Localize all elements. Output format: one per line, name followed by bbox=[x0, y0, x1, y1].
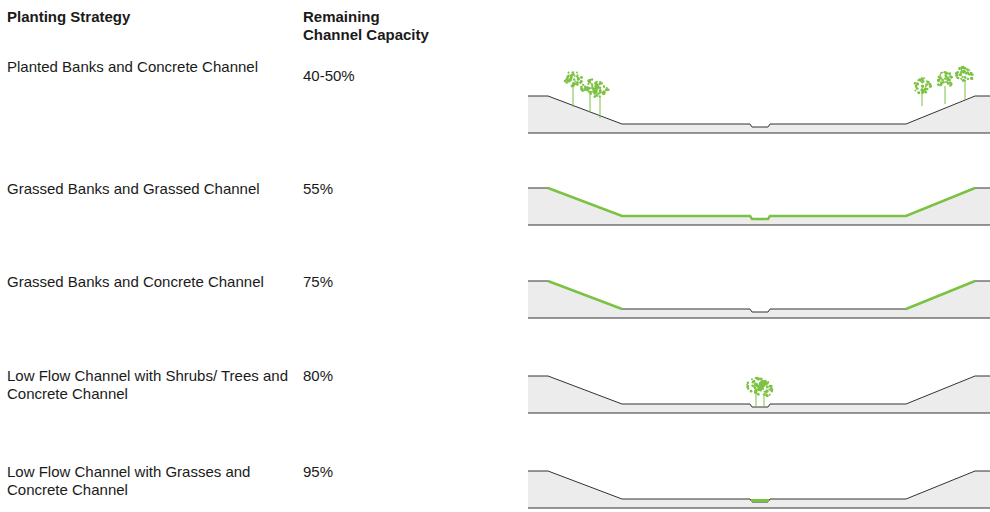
strategy-name: Low Flow Channel with Grasses and Concre… bbox=[7, 463, 292, 499]
capacity-value: 95% bbox=[303, 463, 423, 481]
strategy-name: Grassed Banks and Concrete Channel bbox=[7, 273, 292, 291]
strategy-name: Grassed Banks and Grassed Channel bbox=[7, 180, 292, 198]
strategy-name: Planted Banks and Concrete Channel bbox=[7, 58, 292, 76]
grass-line bbox=[548, 188, 975, 219]
column-header: Remaining Channel Capacity bbox=[303, 8, 443, 44]
low-flow-shrubs bbox=[746, 377, 773, 407]
channel-section bbox=[528, 471, 990, 508]
column-header: Planting Strategy bbox=[7, 8, 257, 26]
capacity-value: 80% bbox=[303, 367, 423, 385]
channel-section bbox=[528, 188, 990, 225]
channel-section bbox=[528, 376, 990, 413]
capacity-value: 55% bbox=[303, 180, 423, 198]
capacity-value: 40-50% bbox=[303, 67, 423, 85]
channel-section bbox=[528, 66, 990, 133]
channel-section bbox=[528, 281, 990, 318]
grass-line bbox=[548, 281, 622, 309]
grass-line bbox=[906, 281, 975, 309]
bank-trees bbox=[564, 66, 974, 118]
low-flow-grass bbox=[751, 499, 769, 502]
capacity-value: 75% bbox=[303, 273, 423, 291]
strategy-name: Low Flow Channel with Shrubs/ Trees and … bbox=[7, 367, 292, 403]
